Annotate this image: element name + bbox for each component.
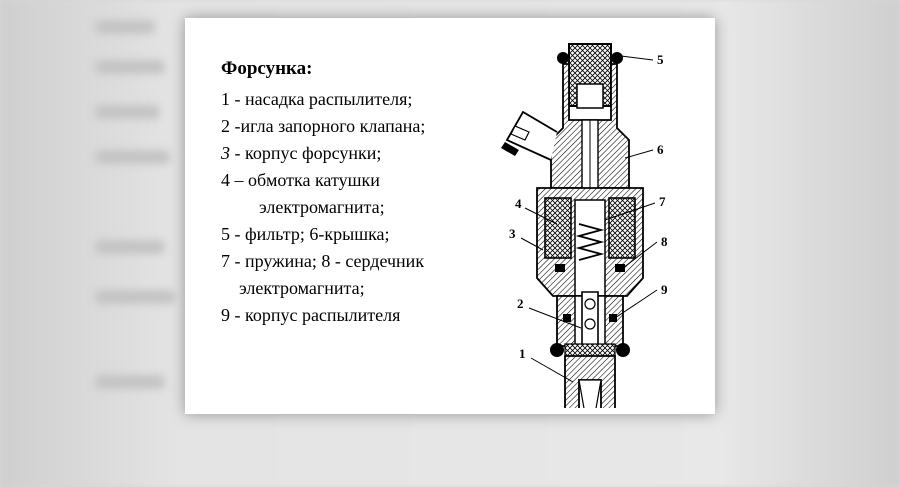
legend-item: 4 – обмотка катушки	[221, 167, 425, 194]
blurred-text-line	[95, 240, 165, 254]
legend-item: электромагнита;	[221, 194, 425, 221]
diagram-card: Форсунка: 1 - насадка распылителя; 2 -иг…	[185, 18, 715, 414]
legend-item: 5 - фильтр; 6-крышка;	[221, 221, 425, 248]
blurred-text-line	[95, 60, 165, 74]
legend-item: 7 - пружина; 8 - сердечник	[221, 248, 425, 275]
callout-label: 7	[659, 194, 666, 209]
leader-lines	[520, 55, 658, 383]
legend-text: - насадка распылителя;	[230, 89, 413, 109]
legend-text: – обмотка катушки	[230, 170, 380, 190]
blurred-text-line	[95, 375, 165, 389]
legend-text: - корпус распылителя	[230, 305, 401, 325]
legend-number: 5	[221, 224, 230, 244]
legend-number: 1	[221, 89, 230, 109]
spring	[575, 223, 605, 261]
legend-text: - корпус форсунки;	[230, 143, 382, 163]
connector	[501, 110, 558, 161]
legend-item: электромагнита;	[221, 275, 425, 302]
legend-text: электромагнита;	[239, 278, 365, 298]
legend-number: 9	[221, 305, 230, 325]
callout-label: 8	[661, 234, 668, 249]
blurred-text-line	[95, 105, 160, 119]
legend-number: 4	[221, 170, 230, 190]
legend-text: электромагнита;	[259, 197, 385, 217]
legend-number: 7	[221, 251, 230, 271]
filter-element	[568, 43, 612, 109]
seal-ring	[557, 52, 569, 64]
seal-ring	[550, 343, 564, 357]
callout-label: 4	[515, 196, 522, 211]
callout-label: 9	[661, 282, 668, 297]
coil-winding	[544, 197, 572, 259]
legend: Форсунка: 1 - насадка распылителя; 2 -иг…	[221, 58, 425, 329]
core-element	[615, 264, 625, 272]
legend-number: 2	[221, 116, 230, 136]
seal-ring	[616, 343, 630, 357]
core-element	[555, 264, 565, 272]
callout-label: 6	[657, 142, 664, 157]
seal-ring	[611, 52, 623, 64]
legend-text: - фильтр; 6-крышка;	[230, 224, 390, 244]
coil-winding	[608, 197, 636, 259]
legend-text: - пружина; 8 - сердечник	[230, 251, 425, 271]
legend-item: 9 - корпус распылителя	[221, 302, 425, 329]
legend-item: 3 - корпус форсунки;	[221, 140, 425, 167]
callout-label: 3	[509, 226, 516, 241]
legend-title: Форсунка:	[221, 58, 313, 79]
legend-item: 2 -игла запорного клапана;	[221, 113, 425, 140]
legend-text: -игла запорного клапана;	[230, 116, 426, 136]
legend-item: 1 - насадка распылителя;	[221, 86, 425, 113]
callout-label: 2	[517, 296, 524, 311]
blurred-text-line	[95, 20, 155, 34]
legend-number: 3	[221, 143, 230, 163]
injector-diagram: 5 6 7 4 3 8 9 2 1	[501, 43, 668, 408]
blurred-text-line	[95, 290, 175, 304]
callout-label: 5	[657, 52, 664, 67]
callout-label: 1	[519, 346, 526, 361]
blurred-text-line	[95, 150, 170, 164]
